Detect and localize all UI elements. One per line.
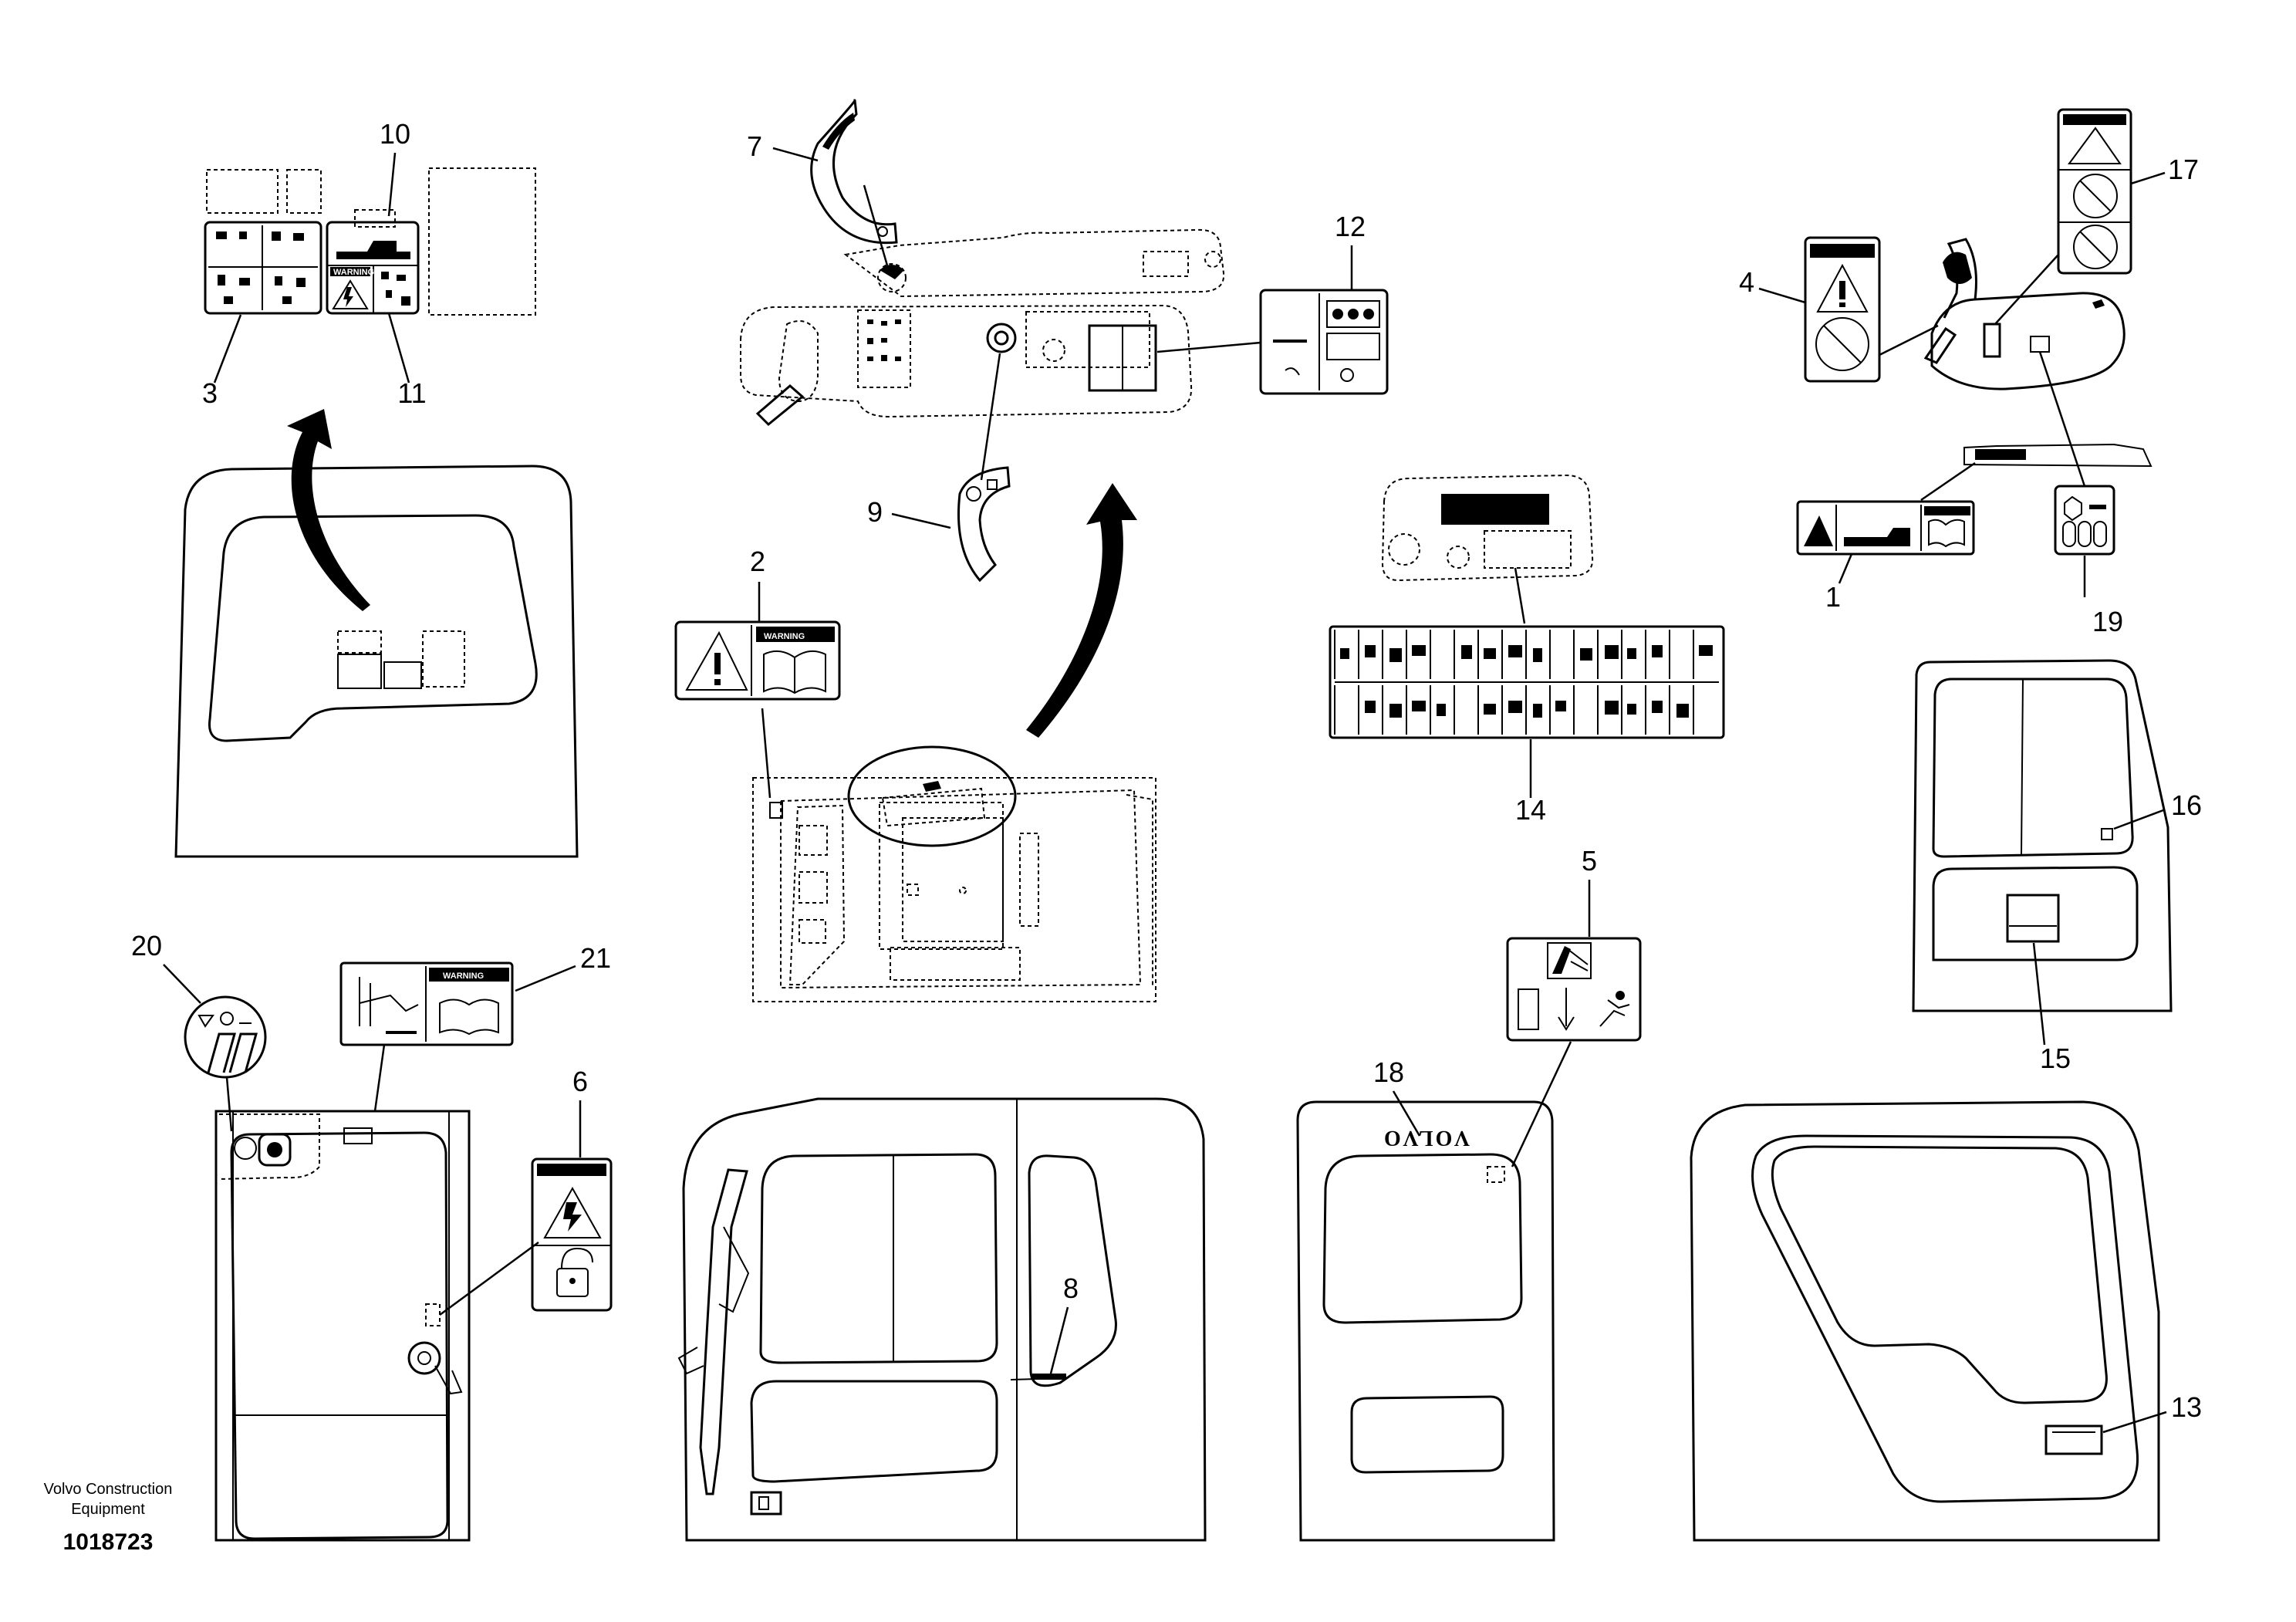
cab-rear-view: VOLVO	[1296, 1100, 1555, 1542]
callout-20: 20	[131, 930, 162, 961]
callout-18: 18	[1373, 1056, 1404, 1088]
panel-view-top-left: WARNING	[204, 167, 536, 316]
callout-7: 7	[747, 130, 762, 162]
decal-20-round-symbol	[184, 995, 267, 1079]
decal-6-warning-lock	[531, 1157, 613, 1312]
callout-5: 5	[1582, 845, 1597, 877]
strip-symbol	[1580, 648, 1592, 661]
strip-symbol	[1555, 701, 1566, 711]
callout-4: 4	[1739, 266, 1754, 298]
monitor-view	[1381, 474, 1594, 582]
strip-symbol	[1652, 701, 1663, 713]
joystick-view	[1923, 238, 2152, 468]
callout-14: 14	[1515, 794, 1546, 826]
callout-19: 19	[2092, 606, 2123, 637]
strip-symbol	[1627, 648, 1636, 659]
warning-text-21: WARNING	[443, 972, 484, 981]
operator-manual-book-icon	[763, 650, 826, 694]
arrow-up-left	[287, 409, 370, 611]
padlock-icon	[556, 1268, 589, 1297]
cab-side-view	[677, 1097, 1207, 1542]
company-name-line2: Equipment	[71, 1501, 145, 1518]
cab-floor-plan	[752, 745, 1156, 1002]
strip-symbol	[1627, 704, 1636, 715]
strip-symbol	[1340, 648, 1349, 659]
callout-9: 9	[867, 496, 883, 528]
strip-symbol	[1484, 648, 1496, 659]
figure-number: 1018723	[63, 1529, 154, 1555]
emergency-exit-icon	[1599, 999, 1630, 1027]
strip-symbol	[1412, 645, 1426, 656]
strip-symbol	[1437, 704, 1446, 716]
callout-12: 12	[1335, 211, 1366, 242]
strip-symbol	[1365, 645, 1376, 657]
callout-6: 6	[572, 1066, 588, 1097]
callout-16: 16	[2171, 789, 2202, 821]
strip-symbol	[1533, 648, 1542, 662]
callout-21: 21	[580, 942, 611, 974]
strip-symbol	[1652, 645, 1663, 657]
decal-7-arc	[810, 99, 898, 245]
decal-4-warning	[1804, 236, 1881, 383]
svg-text:WARNING: WARNING	[333, 268, 374, 277]
cab-door-view	[1690, 1100, 2160, 1542]
arrow-up-right	[1026, 483, 1137, 738]
callout-2: 2	[750, 546, 765, 577]
callout-8: 8	[1063, 1272, 1079, 1304]
company-name-line1: Volvo Construction	[44, 1481, 173, 1498]
rear-panel-outline-left	[174, 465, 579, 858]
strip-symbol	[1605, 701, 1619, 715]
right-console-view	[740, 99, 1389, 583]
strip-symbol	[1389, 704, 1402, 718]
strip-symbol	[1461, 645, 1472, 659]
callout-15: 15	[2040, 1042, 2071, 1074]
strip-symbol	[1676, 704, 1689, 718]
strip-symbol	[1508, 701, 1522, 713]
callout-13: 13	[2171, 1391, 2202, 1423]
strip-symbol	[1508, 645, 1522, 657]
strip-symbol	[1699, 645, 1713, 656]
door-panel-left	[214, 1110, 471, 1542]
decal-5-emergency-exit	[1506, 937, 1642, 1042]
strip-symbol	[1412, 701, 1426, 711]
decal-17-warning-stack	[2057, 108, 2132, 275]
callout-1: 1	[1825, 581, 1841, 613]
strip-symbol	[1484, 704, 1496, 715]
callout-3: 3	[202, 377, 218, 409]
strip-symbol	[1365, 701, 1376, 713]
door-panel-right	[1912, 659, 2173, 1012]
decal-14-cells	[1334, 630, 1713, 735]
strip-symbol	[1533, 704, 1542, 718]
warning-triangle-icon	[685, 630, 748, 691]
callout-10: 10	[380, 118, 410, 150]
decal-9-arc	[957, 466, 1011, 583]
volvo-logo: VOLVO	[1382, 1126, 1470, 1150]
callout-11: 11	[397, 377, 426, 409]
strip-symbol	[1605, 645, 1619, 659]
warning-text: WARNING	[764, 632, 805, 641]
callout-17: 17	[2168, 154, 2199, 185]
detail-circle	[847, 745, 1017, 847]
strip-symbol	[1389, 648, 1402, 662]
